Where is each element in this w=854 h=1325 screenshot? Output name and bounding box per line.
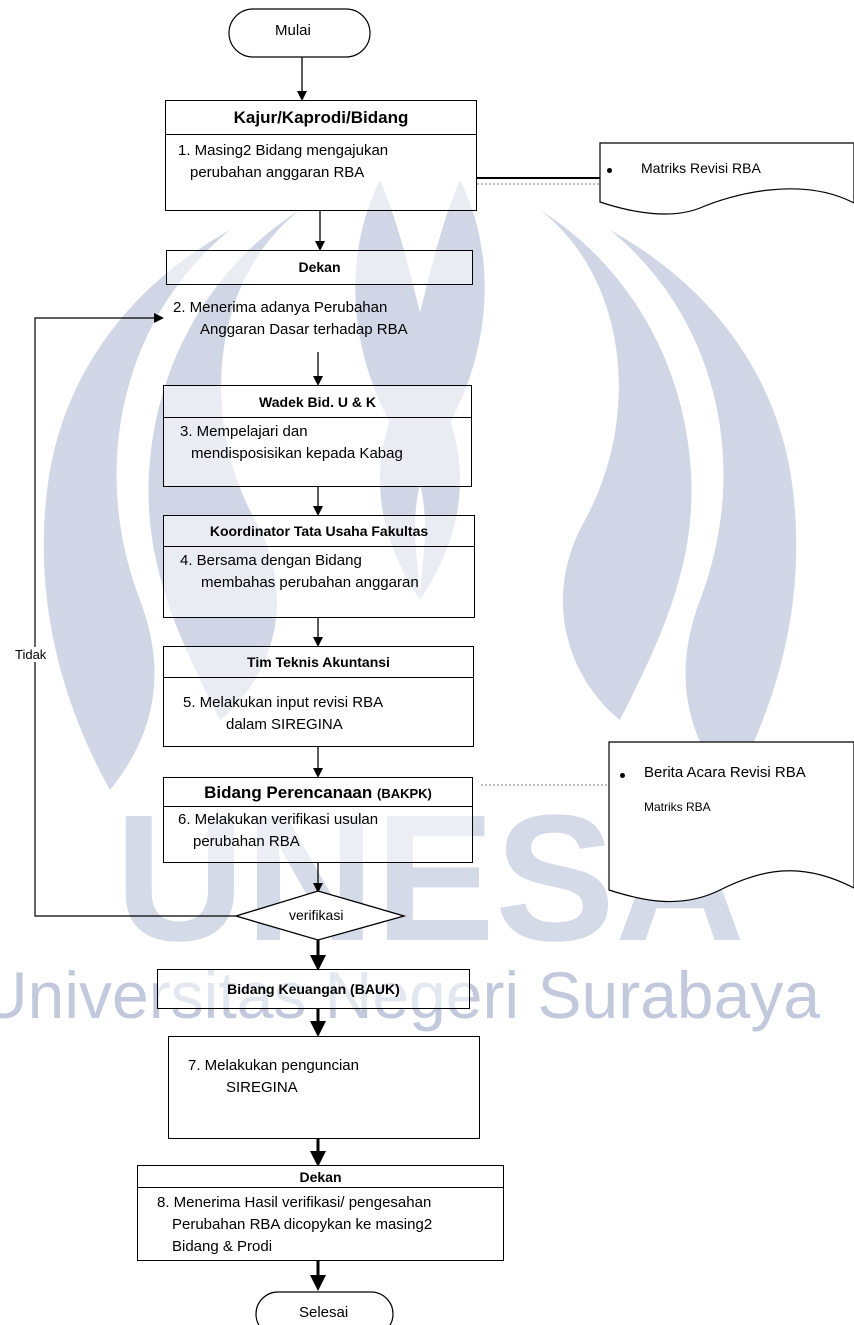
step5-box: Tim Teknis Akuntansi: [163, 646, 474, 747]
reject-label: Tidak: [12, 647, 50, 662]
doc1-shape: [599, 142, 854, 215]
doc2-item-2: Matriks RBA: [644, 800, 711, 814]
step6-header-main: Bidang Perencanaan: [204, 783, 373, 802]
step2-header: Dekan: [298, 259, 341, 275]
step6-line1: 6. Melakukan verifikasi usulan: [178, 811, 379, 828]
step4-box: Koordinator Tata Usaha Fakultas: [163, 515, 475, 618]
start-label: Mulai: [275, 22, 311, 39]
step1-box: Kajur/Kaprodi/Bidang: [165, 100, 477, 211]
step5-line1: 5. Melakukan input revisi RBA: [183, 694, 384, 711]
step8-header: Dekan: [138, 1166, 503, 1188]
step4-header: Koordinator Tata Usaha Fakultas: [164, 516, 474, 547]
step5-header: Tim Teknis Akuntansi: [164, 647, 473, 678]
step4-line2: membahas perubahan anggaran: [201, 574, 419, 591]
decision-label: verifikasi: [289, 907, 344, 923]
step1-line2: perubahan anggaran RBA: [190, 164, 365, 181]
doc2-shape: [608, 741, 854, 903]
step2-box: Dekan: [166, 250, 473, 285]
step8-line3: Bidang & Prodi: [172, 1238, 273, 1255]
step6-box: Bidang Perencanaan (BAKPK): [163, 777, 473, 863]
step3-box: Wadek Bid. U & K: [163, 385, 472, 487]
step3-header: Wadek Bid. U & K: [164, 386, 471, 418]
step2-line1: 2. Menerima adanya Perubahan: [173, 299, 388, 316]
reject-loop-line: [34, 313, 236, 917]
step8-box: Dekan: [137, 1165, 504, 1261]
start-terminator: [228, 8, 371, 58]
step1-header: Kajur/Kaprodi/Bidang: [166, 101, 476, 135]
step4-line1: 4. Bersama dengan Bidang: [180, 552, 362, 569]
step3-line2: mendisposisikan kepada Kabag: [191, 445, 403, 462]
step6-header-suffix: (BAKPK): [377, 786, 432, 801]
step6-header: Bidang Perencanaan (BAKPK): [164, 778, 472, 807]
doc1-bullet: [607, 168, 612, 173]
step7-box: [168, 1036, 480, 1139]
step8-line1: 8. Menerima Hasil verifikasi/ pengesahan: [157, 1194, 432, 1211]
doc2-bullet-1: [620, 773, 625, 778]
doc2-item-1: Berita Acara Revisi RBA: [644, 764, 806, 781]
step1-line1: 1. Masing2 Bidang mengajukan: [178, 142, 389, 159]
step7-line1: 7. Melakukan penguncian: [188, 1057, 359, 1074]
step8-line2: Perubahan RBA dicopykan ke masing2: [172, 1216, 433, 1233]
step7-line2: SIREGINA: [226, 1079, 298, 1096]
doc1-item-1: Matriks Revisi RBA: [641, 160, 761, 176]
step7-header-box: Bidang Keuangan (BAUK): [157, 969, 470, 1009]
step7-header: Bidang Keuangan (BAUK): [227, 981, 400, 997]
step6-line2: perubahan RBA: [193, 833, 300, 850]
step2-line2: Anggaran Dasar terhadap RBA: [200, 321, 408, 338]
decision-diamond: [233, 890, 407, 941]
step3-line1: 3. Mempelajari dan: [180, 423, 308, 440]
end-terminator: [255, 1291, 394, 1325]
step5-line2: dalam SIREGINA: [226, 716, 343, 733]
end-label: Selesai: [299, 1304, 349, 1321]
